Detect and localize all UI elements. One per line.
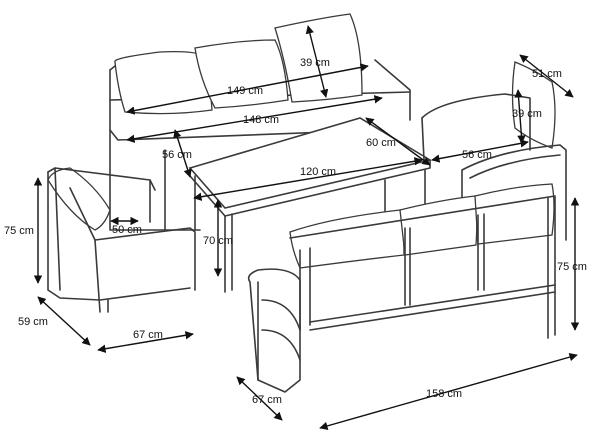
bench-cushion-right <box>474 183 555 245</box>
dim-bench-width <box>319 353 578 430</box>
table-top <box>188 117 433 209</box>
label-sofa-inner: 148 cm <box>243 114 279 126</box>
label-sofa-width: 149 cm <box>227 85 263 97</box>
dim-bench-depth <box>236 376 283 421</box>
label-table-width: 120 cm <box>300 166 336 178</box>
dim-chair-r-width <box>519 54 574 98</box>
label-chair-l-seat: 50 cm <box>112 224 142 236</box>
label-sofa-cushion: 39 cm <box>300 57 330 69</box>
label-table-depth: 60 cm <box>366 137 396 149</box>
dim-chair-l-depth <box>37 296 91 346</box>
label-bench-width: 158 cm <box>426 388 462 400</box>
dim-chair-l-width <box>97 331 194 353</box>
armchair-left <box>47 167 196 313</box>
bench-cushion-mid <box>399 195 478 256</box>
label-chair-l-width: 67 cm <box>133 329 163 341</box>
label-sofa-depth: 56 cm <box>162 149 192 161</box>
dim-table-width <box>193 157 423 201</box>
label-bench-height: 75 cm <box>557 261 587 273</box>
dim-sofa-inner <box>126 95 383 143</box>
dimension-lines <box>33 25 580 430</box>
dim-sofa-depth <box>173 129 192 178</box>
label-bench-depth: 67 cm <box>252 394 282 406</box>
left-chair-cushion <box>47 167 111 231</box>
dim-sofa-cushion <box>305 25 329 98</box>
dimension-labels: 149 cm 148 cm 39 cm 56 cm 120 cm 60 cm 7… <box>4 57 587 406</box>
label-chair-r-cushion: 39 cm <box>512 108 542 120</box>
dim-chair-r-depth <box>431 139 529 163</box>
label-chair-l-height: 75 cm <box>4 225 34 237</box>
label-chair-l-depth: 59 cm <box>18 316 48 328</box>
dim-chair-r-cushion <box>514 89 526 144</box>
label-chair-r-depth: 56 cm <box>462 149 492 161</box>
bench-cushion-left <box>289 209 405 269</box>
bench <box>247 183 556 393</box>
dim-table-depth <box>365 117 431 166</box>
label-chair-r-width: 51 cm <box>532 68 562 80</box>
label-table-height: 70 cm <box>203 235 233 247</box>
